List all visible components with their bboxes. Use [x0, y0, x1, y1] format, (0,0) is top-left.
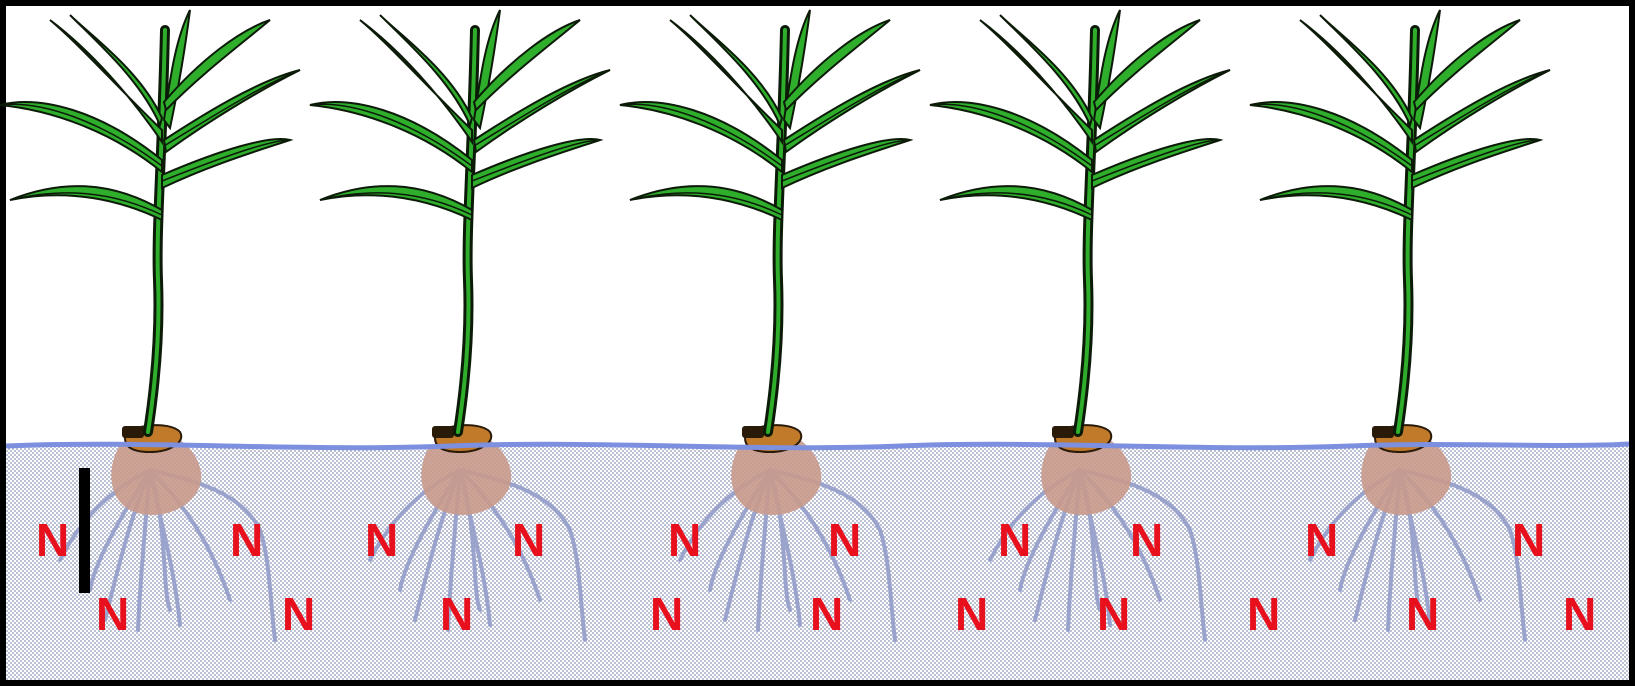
nutrient-label: N [282, 588, 315, 640]
nutrient-label: N [1563, 588, 1596, 640]
nutrient-label: N [668, 514, 701, 566]
nutrient-label: N [955, 588, 988, 640]
nutrient-label: N [512, 514, 545, 566]
probe-bar-icon [79, 468, 90, 593]
nutrient-label: N [810, 588, 843, 640]
nutrient-label: N [1305, 514, 1338, 566]
nutrient-label: N [650, 588, 683, 640]
nutrient-label: N [365, 514, 398, 566]
nutrient-label: N [96, 588, 129, 640]
nutrient-label: N [1130, 514, 1163, 566]
nutrient-label: N [998, 514, 1031, 566]
nutrient-label: N [828, 514, 861, 566]
nutrient-label: N [1097, 588, 1130, 640]
nutrient-label: N [1247, 588, 1280, 640]
nutrient-label: N [440, 588, 473, 640]
nutrient-label: N [1512, 514, 1545, 566]
nutrient-label: N [36, 514, 69, 566]
nutrient-label: N [1406, 588, 1439, 640]
nutrient-label: N [230, 514, 263, 566]
